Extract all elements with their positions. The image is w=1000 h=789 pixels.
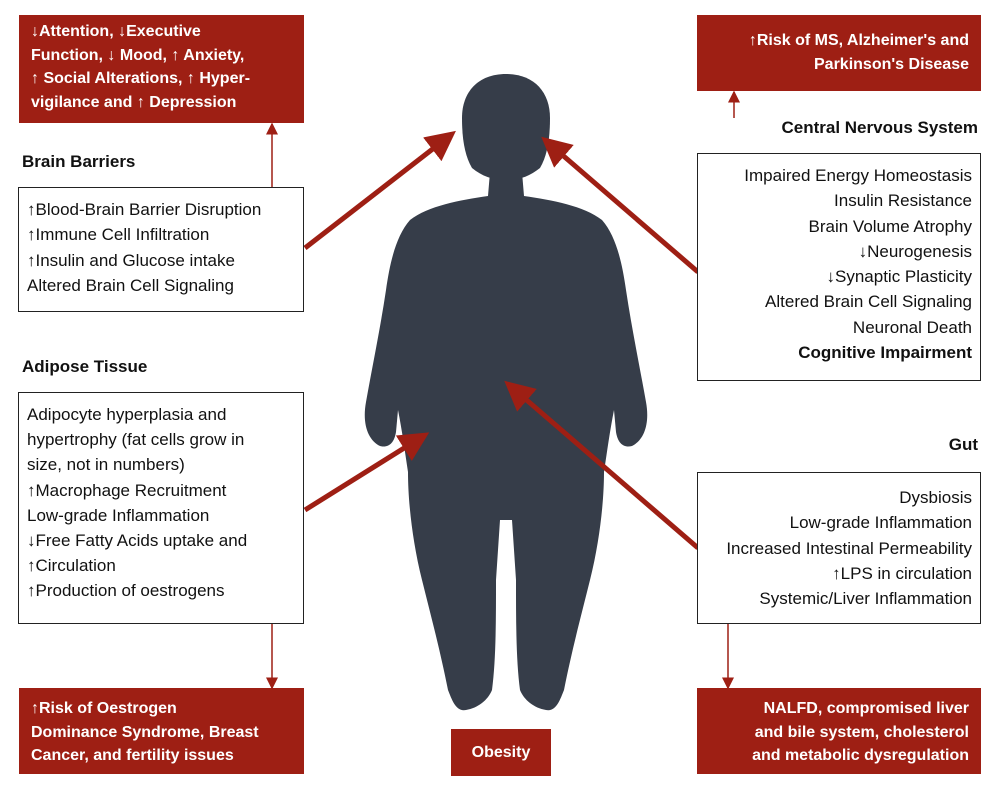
brain-outcome-line: ↑ Social Alterations, ↑ Hyper- (31, 70, 251, 87)
brain-barriers-heading: Brain Barriers (22, 152, 136, 171)
arrow-brain-barriers-to-head (303, 130, 456, 250)
adipose-item: Adipocyte hyperplasia and (27, 405, 227, 424)
gut-item: Dysbiosis (899, 488, 972, 507)
obesity-label-box: Obesity (451, 729, 551, 776)
brain-barriers-item: ↑Blood-Brain Barrier Disruption (27, 200, 262, 219)
adipose-outcome-line: Cancer, and fertility issues (31, 747, 234, 764)
cns-item: Insulin Resistance (834, 191, 972, 211)
adipose-item: hypertrophy (fat cells grow in (27, 430, 245, 450)
cns-emphasis-item: Cognitive Impairment (798, 343, 972, 363)
cns-box: Impaired Energy Homeostasis Insulin Resi… (697, 153, 981, 381)
cns-item: Neuronal Death (852, 317, 972, 337)
brain-outcome-line: Function, ↓ Mood, ↑ Anxiety, (31, 46, 245, 64)
cns-outcome-box: ↑Risk of MS, Alzheimer's and Parkinson's… (697, 15, 981, 91)
gut-item: Systemic/Liver Inflammation (759, 589, 972, 609)
adipose-item: Low-grade Inflammation (27, 505, 210, 525)
gut-outcome-line: and metabolic dysregulation (752, 747, 969, 764)
brain-barriers-item: Altered Brain Cell Signaling (27, 275, 234, 295)
obesity-label: Obesity (471, 744, 531, 761)
gut-item: Low-grade Inflammation (789, 513, 972, 533)
adipose-item: size, not in numbers) (27, 455, 185, 475)
gut-heading: Gut (948, 435, 978, 454)
adipose-item: ↑Production of oestrogens (27, 581, 225, 601)
brain-barriers-item: ↑Immune Cell Infiltration (27, 225, 210, 245)
adipose-item: ↑Circulation (27, 556, 116, 576)
adipose-box: Adipocyte hyperplasia and hypertrophy (f… (18, 392, 304, 624)
brain-outcome-box: ↓Attention, ↓Executive Function, ↓ Mood,… (19, 15, 304, 123)
cns-outcome-line: ↑Risk of MS, Alzheimer's and (748, 32, 969, 49)
gut-item: ↑LPS in circulation (832, 563, 972, 583)
cns-item: Altered Brain Cell Signaling (765, 292, 972, 312)
silhouette-head (462, 74, 550, 180)
cns-heading: Central Nervous System (781, 118, 978, 137)
adipose-item: ↑Macrophage Recruitment (27, 480, 227, 500)
cns-item: ↓Neurogenesis (858, 241, 972, 261)
adipose-outcome-box: ↑Risk of Oestrogen Dominance Syndrome, B… (19, 688, 304, 774)
gut-item: Increased Intestinal Permeability (726, 538, 972, 558)
gut-box: Dysbiosis Low-grade Inflammation Increas… (697, 472, 981, 624)
gut-outcome-box: NALFD, compromised liver and bile system… (697, 688, 981, 774)
cns-item: Brain Volume Atrophy (808, 216, 972, 236)
gut-outcome-line: NALFD, compromised liver (763, 700, 969, 717)
arrow-cns-to-head (541, 136, 700, 274)
arrow-adipose-to-body (303, 432, 430, 513)
adipose-outcome-line: ↑Risk of Oestrogen (31, 700, 177, 717)
cns-item: Impaired Energy Homeostasis (744, 166, 972, 185)
cns-item: ↓Synaptic Plasticity (826, 267, 973, 287)
adipose-item: ↓Free Fatty Acids uptake and (27, 531, 248, 551)
arrow-gut-to-body (504, 380, 700, 550)
obesity-silhouette (364, 74, 648, 711)
cns-outcome-line: Parkinson's Disease (814, 55, 969, 73)
brain-outcome-line: ↓Attention, ↓Executive (31, 23, 201, 40)
silhouette-body (364, 172, 648, 711)
brain-barriers-box: ↑Blood-Brain Barrier Disruption ↑Immune … (18, 187, 304, 312)
adipose-heading: Adipose Tissue (22, 357, 148, 376)
brain-barriers-item: ↑Insulin and Glucose intake (27, 250, 235, 270)
brain-outcome-line: vigilance and ↑ Depression (31, 93, 237, 111)
adipose-outcome-line: Dominance Syndrome, Breast (31, 723, 259, 741)
gut-outcome-line: and bile system, cholesterol (754, 723, 969, 741)
